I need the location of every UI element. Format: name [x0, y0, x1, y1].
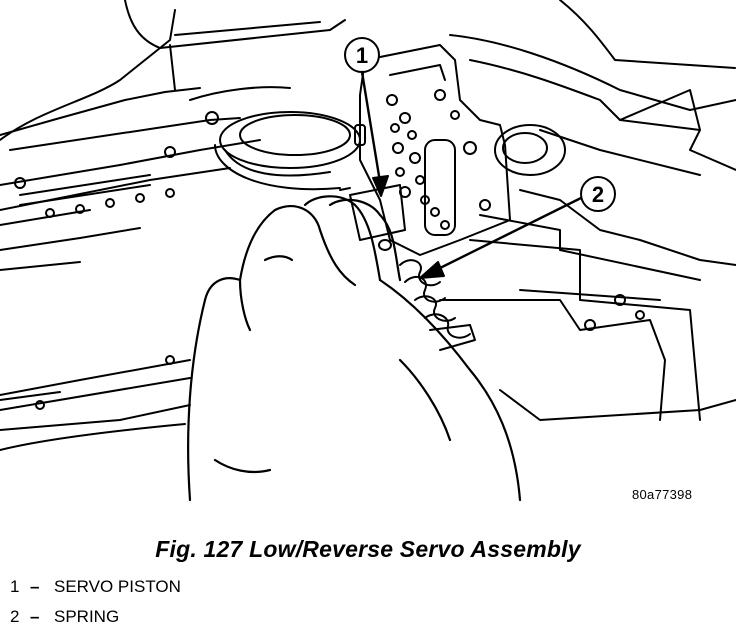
valve-body-plate — [359, 44, 511, 256]
hand — [187, 195, 522, 502]
servo-spring — [399, 259, 476, 351]
figure-caption: Fig. 127 Low/Reverse Servo Assembly — [155, 536, 581, 562]
legend-separator: – — [30, 577, 40, 596]
servo-assembly-illustration: 1 2 — [0, 0, 736, 502]
callout-1: 1 — [344, 37, 389, 197]
legend-item: 1 – SERVO PISTON — [10, 574, 181, 604]
legend-number: 2 — [10, 607, 20, 626]
callout-1-number: 1 — [356, 43, 368, 68]
servo-bore — [214, 111, 566, 191]
callout-2-number: 2 — [592, 182, 604, 207]
transmission-case — [0, 0, 736, 451]
callout-2: 2 — [419, 176, 616, 279]
legend-number: 1 — [10, 577, 20, 596]
legend-label: SPRING — [54, 607, 120, 626]
legend: 1 – SERVO PISTON 2 – SPRING — [10, 574, 181, 634]
legend-item: 2 – SPRING — [10, 604, 181, 634]
legend-separator: – — [30, 607, 40, 626]
figure-id: 80a77398 — [632, 487, 693, 502]
legend-label: SERVO PISTON — [54, 577, 181, 596]
